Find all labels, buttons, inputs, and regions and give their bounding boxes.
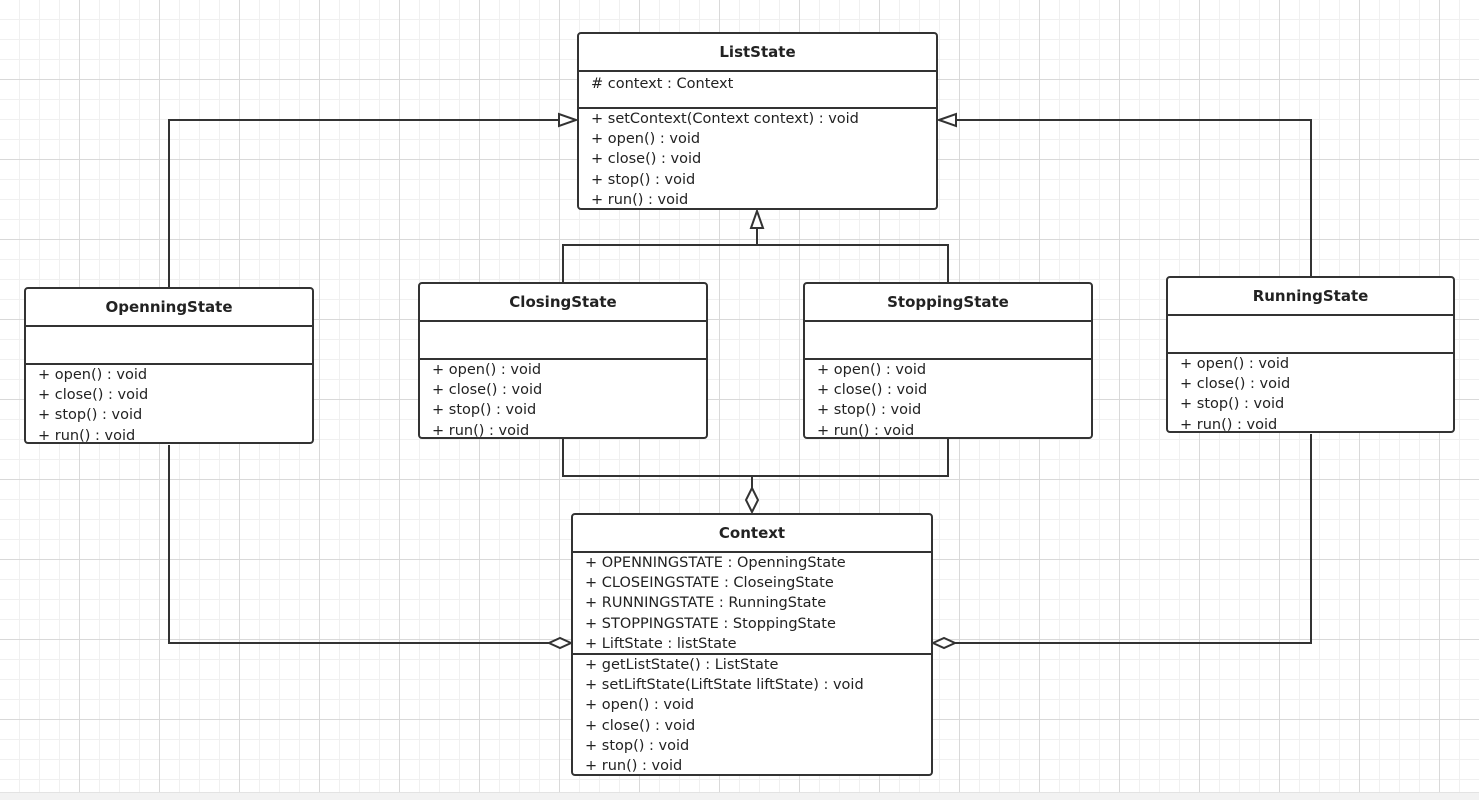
operation: + run() : void (817, 422, 915, 439)
generalization-arrowhead (558, 112, 580, 128)
class-name: Context (573, 515, 931, 553)
class-name: ListState (579, 34, 936, 72)
operation: + close() : void (591, 151, 702, 168)
generalization-arrowhead (935, 112, 957, 128)
operation: + close() : void (817, 382, 928, 399)
class-operations: + getListState() : ListState + setLiftSt… (573, 655, 931, 776)
operation: + close() : void (585, 717, 696, 734)
class-liststate[interactable]: ListState # context : Context + setConte… (577, 32, 938, 210)
operation: + open() : void (38, 367, 148, 383)
operation: + stop() : void (817, 402, 922, 419)
aggregation-edge-openningstate[interactable] (168, 445, 549, 644)
operation: + open() : void (432, 362, 542, 378)
aggregation-diamond (930, 636, 958, 650)
class-attributes (1168, 316, 1453, 354)
class-operations: + open() : void + close() : void + stop(… (805, 360, 1091, 441)
class-runningstate[interactable]: RunningState + open() : void + close() :… (1166, 276, 1455, 433)
class-attributes: + OPENNINGSTATE : OpenningState + CLOSEI… (573, 553, 931, 655)
operation: + stop() : void (432, 402, 537, 419)
canvas-bottom-strip (0, 792, 1479, 800)
aggregation-edge-runningstate[interactable] (955, 434, 1312, 644)
aggregation-diamond (546, 636, 574, 650)
class-attributes (805, 322, 1091, 360)
class-attributes: # context : Context (579, 72, 936, 109)
class-operations: + open() : void + close() : void + stop(… (26, 365, 312, 446)
operation: + getListState() : ListState (585, 657, 779, 673)
operation: + stop() : void (1180, 396, 1285, 413)
generalization-edge-closingstate[interactable] (562, 228, 758, 282)
generalization-edge-openningstate[interactable] (168, 119, 559, 287)
operation: + open() : void (585, 697, 695, 714)
class-closingstate[interactable]: ClosingState + open() : void + close() :… (418, 282, 708, 439)
attribute: + CLOSEINGSTATE : CloseingState (585, 575, 834, 592)
generalization-arrowhead (749, 207, 765, 229)
operation: + stop() : void (38, 407, 143, 424)
class-operations: + open() : void + close() : void + stop(… (420, 360, 706, 441)
class-context[interactable]: Context + OPENNINGSTATE : OpenningState … (571, 513, 933, 776)
operation: + run() : void (591, 191, 689, 208)
operation: + run() : void (38, 427, 136, 444)
operation: + setLiftState(LiftState liftState) : vo… (585, 677, 864, 694)
attribute: + OPENNINGSTATE : OpenningState (585, 555, 846, 571)
aggregation-edge-closing-stopping[interactable] (562, 439, 949, 477)
attribute: + STOPPINGSTATE : StoppingState (585, 615, 836, 632)
class-openningstate[interactable]: OpenningState + open() : void + close() … (24, 287, 314, 444)
class-operations: + open() : void + close() : void + stop(… (1168, 354, 1453, 435)
class-stoppingstate[interactable]: StoppingState + open() : void + close() … (803, 282, 1093, 439)
class-name: RunningState (1168, 278, 1453, 316)
operation: + open() : void (591, 131, 701, 148)
operation: + close() : void (432, 382, 543, 399)
operation: + open() : void (817, 362, 927, 378)
class-name: OpenningState (26, 289, 312, 327)
generalization-edge-stoppingstate[interactable] (757, 244, 949, 282)
operation: + close() : void (1180, 376, 1291, 393)
operation: + stop() : void (585, 737, 690, 754)
attribute: # context : Context (591, 76, 734, 92)
operation: + close() : void (38, 387, 149, 404)
class-attributes (420, 322, 706, 360)
operation: + stop() : void (591, 171, 696, 188)
class-attributes (26, 327, 312, 365)
aggregation-diamond (744, 485, 760, 515)
class-operations: + setContext(Context context) : void + o… (579, 109, 936, 210)
operation: + run() : void (1180, 416, 1278, 433)
operation: + run() : void (585, 757, 683, 774)
generalization-edge-runningstate[interactable] (956, 119, 1312, 276)
attribute: + RUNNINGSTATE : RunningState (585, 595, 827, 612)
attribute: + LiftState : listState (585, 635, 737, 652)
operation: + open() : void (1180, 356, 1290, 372)
operation: + setContext(Context context) : void (591, 111, 859, 127)
operation: + run() : void (432, 422, 530, 439)
class-name: StoppingState (805, 284, 1091, 322)
class-name: ClosingState (420, 284, 706, 322)
